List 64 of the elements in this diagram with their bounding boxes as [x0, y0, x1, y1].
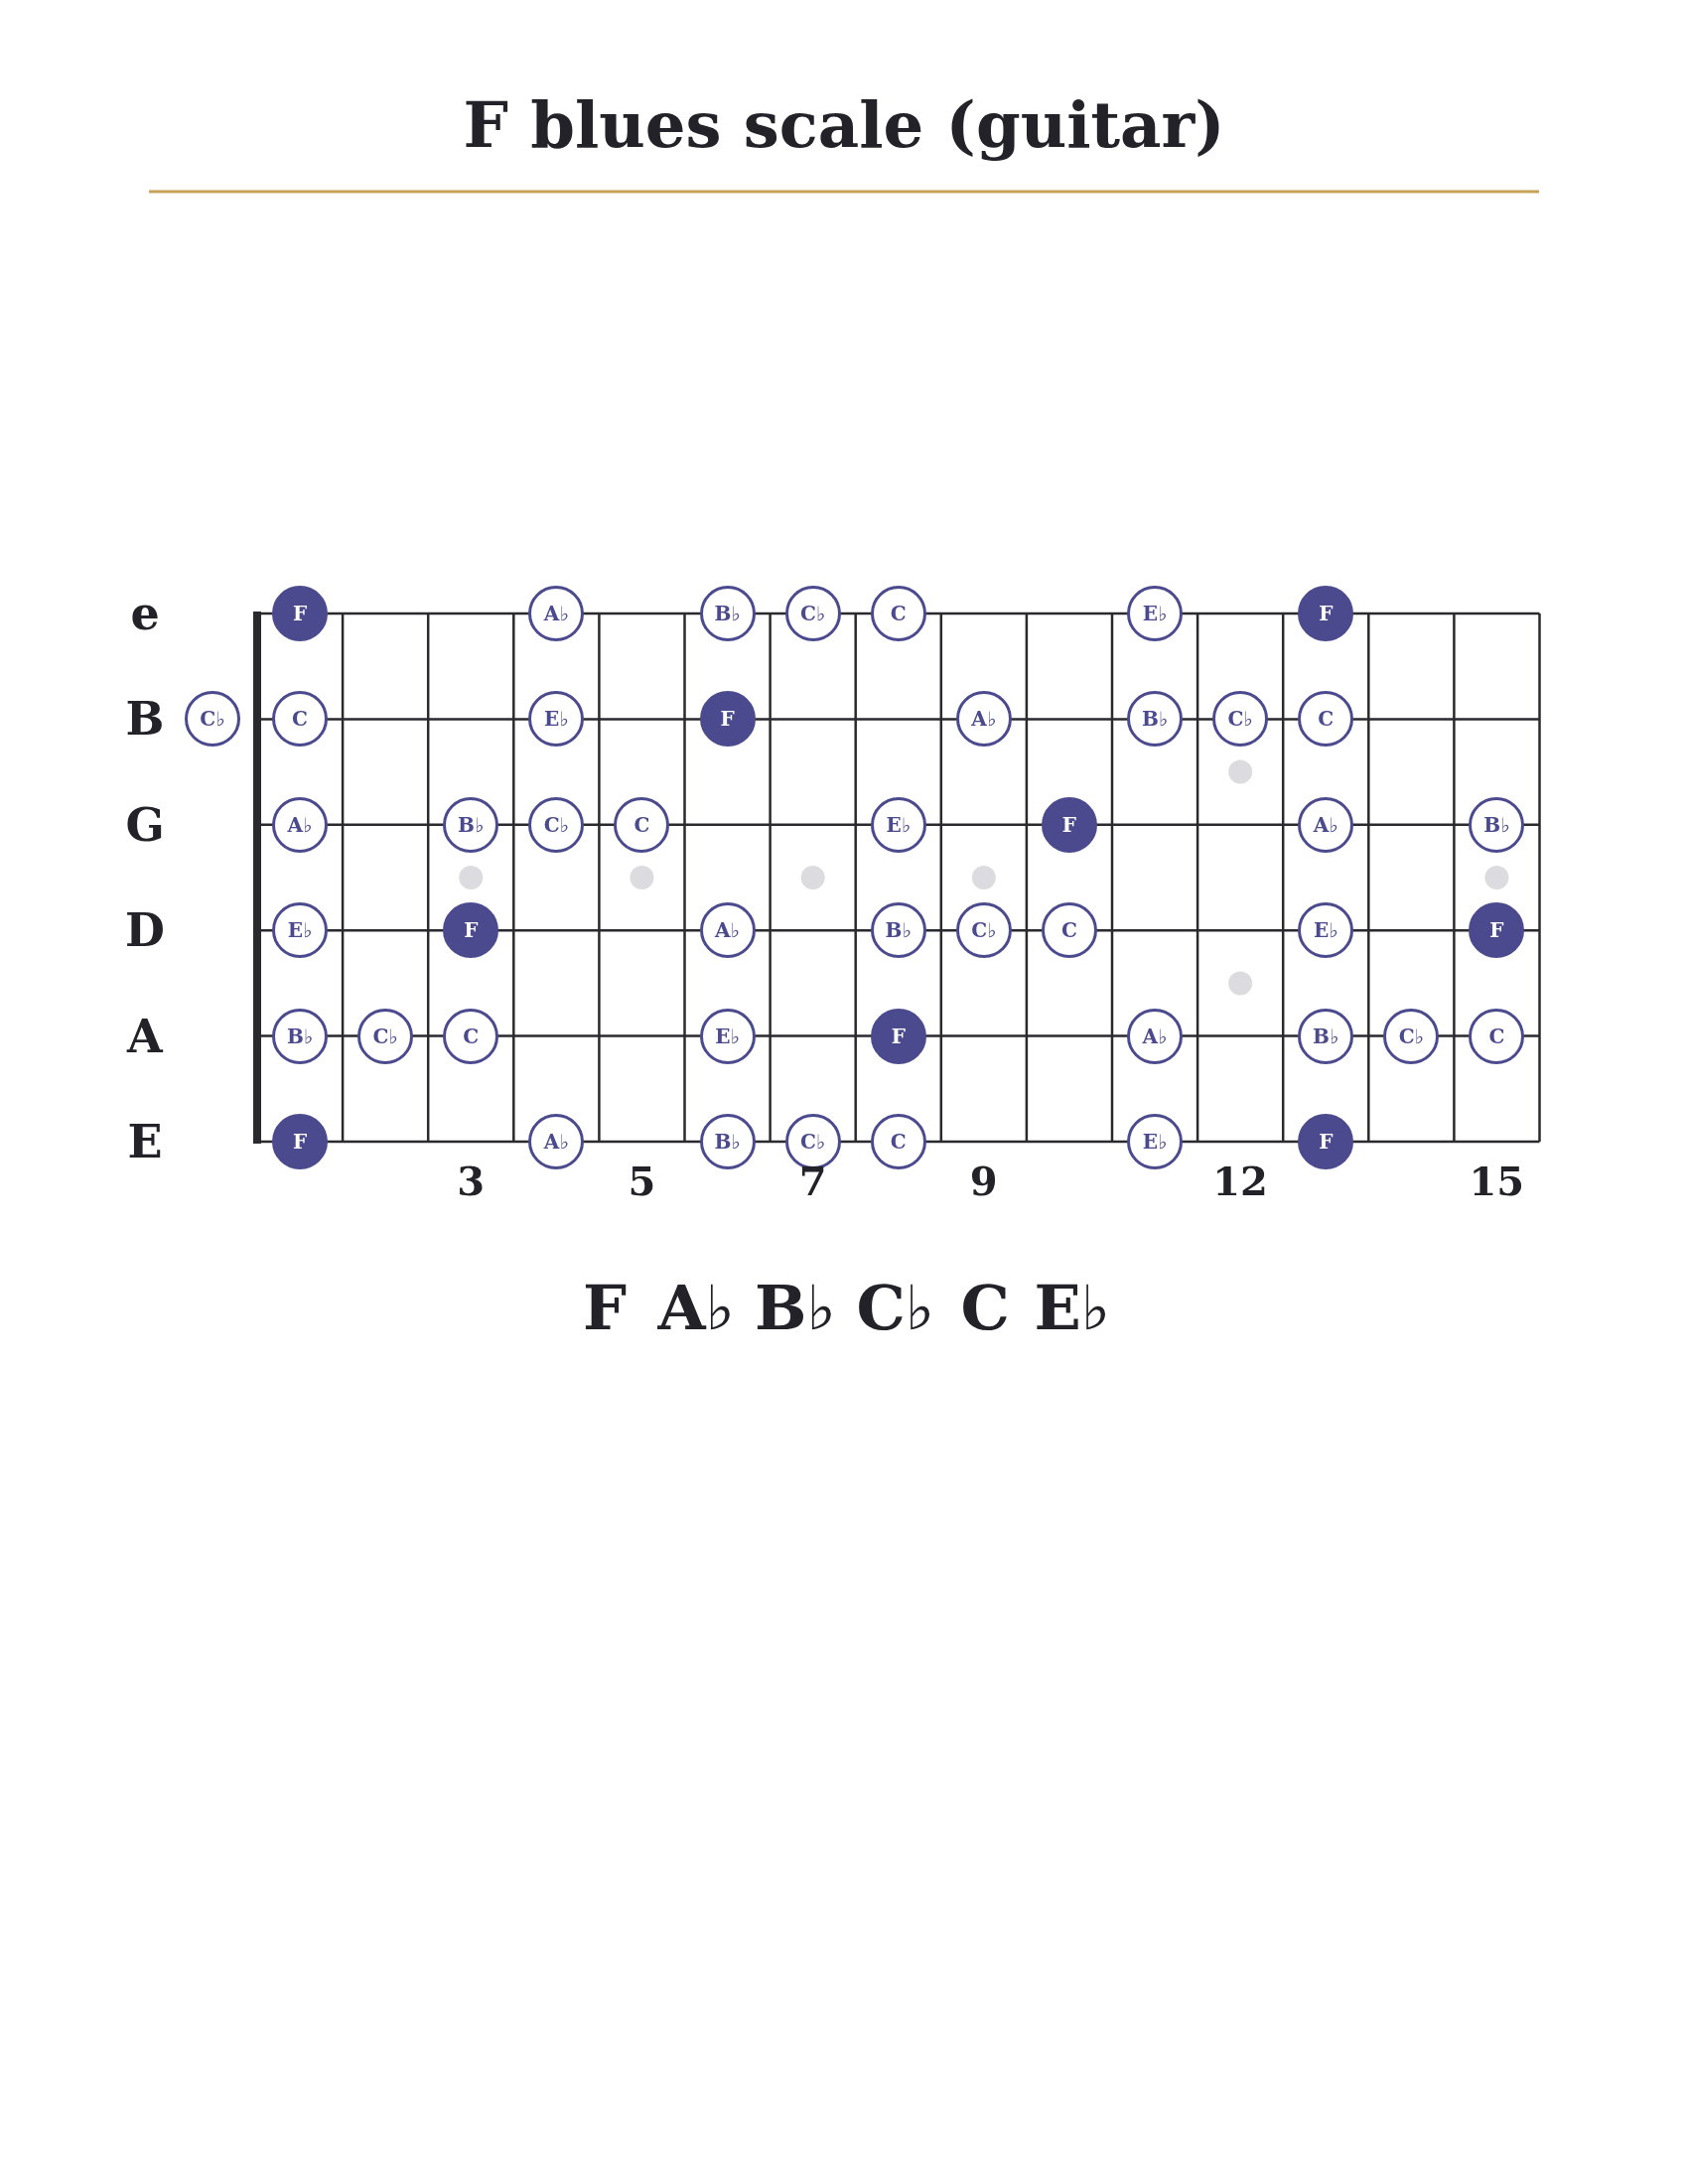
note-marker: A♭ [955, 691, 1012, 748]
note-marker: B♭ [1298, 1008, 1354, 1064]
note-marker: E♭ [870, 796, 926, 853]
scale-note: F [583, 1278, 628, 1339]
note-marker: A♭ [272, 796, 329, 853]
root-note-marker: F [272, 586, 329, 641]
string-name: A [127, 1013, 163, 1059]
note-marker: E♭ [1127, 586, 1184, 641]
note-marker: C [1041, 902, 1097, 959]
note-marker: C [1469, 1008, 1525, 1064]
note-marker: C [272, 691, 329, 748]
root-note-marker: F [272, 1114, 329, 1169]
note-marker: B♭ [272, 1008, 329, 1064]
note-marker: A♭ [1127, 1008, 1184, 1064]
string-name: D [125, 907, 165, 954]
fret-number: 3 [457, 1161, 486, 1201]
note-marker: A♭ [528, 586, 585, 641]
note-marker: C♭ [1383, 1008, 1440, 1064]
root-note-marker: F [870, 1008, 926, 1064]
note-marker: C♭ [784, 586, 841, 641]
note-marker: A♭ [699, 902, 756, 959]
root-note-marker: F [1469, 902, 1525, 959]
note-marker: A♭ [1298, 796, 1354, 853]
note-marker: E♭ [1298, 902, 1354, 959]
string-name: G [125, 801, 165, 848]
note-marker: E♭ [1127, 1114, 1184, 1169]
note-marker: B♭ [870, 902, 926, 959]
note-marker: B♭ [699, 586, 756, 641]
scale-note: A♭ [657, 1278, 735, 1339]
note-marker: C [870, 586, 926, 641]
title: F blues scale (guitar) [462, 87, 1226, 162]
note-marker: C [1298, 691, 1354, 748]
root-note-marker: F [1298, 586, 1354, 641]
scale-note: B♭ [755, 1278, 836, 1339]
fret-number: 12 [1212, 1161, 1268, 1201]
note-marker: C♭ [185, 691, 240, 748]
note-marker: C♭ [528, 796, 585, 853]
note-marker: C♭ [955, 902, 1012, 959]
note-marker: C♭ [1212, 691, 1269, 748]
scale-note: C♭ [856, 1278, 935, 1339]
note-marker: C♭ [357, 1008, 414, 1064]
root-note-marker: F [443, 902, 499, 959]
string-name: E [127, 1119, 163, 1164]
note-marker: A♭ [528, 1114, 585, 1169]
root-note-marker: F [1041, 796, 1097, 853]
note-marker: C [443, 1008, 499, 1064]
scale-note: E♭ [1034, 1278, 1110, 1339]
root-note-marker: F [699, 691, 756, 748]
fret-number: 5 [628, 1161, 656, 1201]
note-marker: C [870, 1114, 926, 1169]
note-marker: E♭ [272, 902, 329, 959]
note-marker: E♭ [528, 691, 585, 748]
fret-number: 9 [969, 1161, 998, 1201]
note-marker: B♭ [1127, 691, 1184, 748]
string-name: B [125, 696, 165, 743]
note-marker: B♭ [699, 1114, 756, 1169]
note-marker: C [614, 796, 670, 853]
scale-note: C [960, 1278, 1010, 1339]
note-marker: E♭ [699, 1008, 756, 1064]
note-marker: B♭ [443, 796, 499, 853]
string-name: e [130, 591, 160, 636]
fret-number: 15 [1469, 1161, 1525, 1201]
root-note-marker: F [1298, 1114, 1354, 1169]
note-marker: B♭ [1469, 796, 1525, 853]
